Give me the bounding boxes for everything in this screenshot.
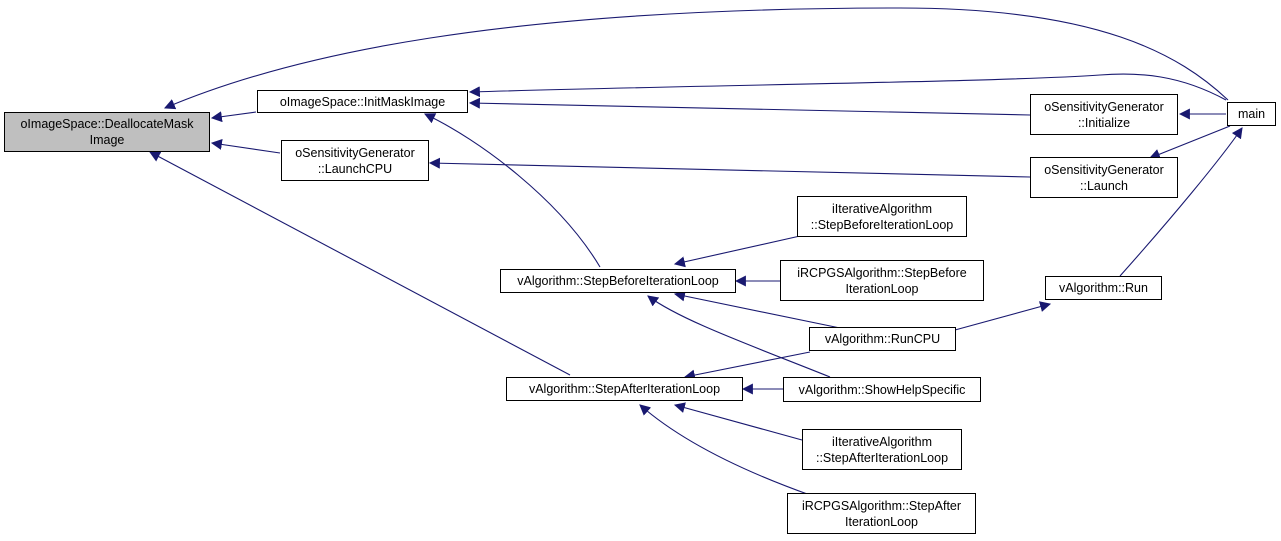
node-rcpgs-step-before[interactable]: iRCPGSAlgorithm::StepBefore IterationLoo… bbox=[780, 260, 984, 301]
node-label-line2: ::LaunchCPU bbox=[317, 161, 393, 176]
edge-launch-to-launchcpu bbox=[428, 157, 1031, 178]
node-label: vAlgorithm::StepAfterIterationLoop bbox=[528, 382, 721, 396]
node-step-before-iteration-loop[interactable]: vAlgorithm::StepBeforeIterationLoop bbox=[500, 269, 736, 293]
node-run[interactable]: vAlgorithm::Run bbox=[1045, 276, 1162, 300]
node-run-cpu[interactable]: vAlgorithm::RunCPU bbox=[809, 327, 956, 351]
node-label: oImageSpace::InitMaskImage bbox=[279, 94, 446, 109]
edge-showhelp-to-stepbefore bbox=[647, 295, 831, 378]
edge-main-to-launch bbox=[1148, 125, 1231, 160]
node-rcpgs-step-after[interactable]: iRCPGSAlgorithm::StepAfter IterationLoop bbox=[787, 493, 976, 534]
node-label-line1: oSensitivityGenerator bbox=[1044, 99, 1164, 114]
node-label-line2: Image bbox=[89, 133, 125, 147]
node-label-line2: IterationLoop bbox=[845, 514, 918, 529]
node-main[interactable]: main bbox=[1227, 102, 1276, 126]
edge-main-to-initmask bbox=[468, 73, 1227, 101]
edge-runcpu-to-run bbox=[954, 301, 1052, 331]
edge-stepafter-to-dealloc bbox=[149, 151, 571, 376]
node-init-mask-image[interactable]: oImageSpace::InitMaskImage bbox=[257, 90, 468, 113]
node-label-line1: oSensitivityGenerator bbox=[1044, 162, 1164, 177]
edge-main-to-dealloc bbox=[163, 7, 1229, 110]
edge-initmask-to-dealloc bbox=[210, 111, 257, 123]
node-label: vAlgorithm::ShowHelpSpecific bbox=[798, 382, 966, 397]
node-iterative-step-after[interactable]: iIterativeAlgorithm ::StepAfterIteration… bbox=[802, 429, 962, 470]
node-label-line2: ::StepAfterIterationLoop bbox=[815, 450, 949, 465]
node-launch[interactable]: oSensitivityGenerator ::Launch bbox=[1030, 157, 1178, 198]
node-launch-cpu[interactable]: oSensitivityGenerator ::LaunchCPU bbox=[281, 140, 429, 181]
node-step-after-iteration-loop[interactable]: vAlgorithm::StepAfterIterationLoop bbox=[506, 377, 743, 401]
edge-initialize-to-initmask bbox=[468, 97, 1031, 116]
node-label-line2: ::StepBeforeIterationLoop bbox=[810, 217, 954, 232]
edge-stepbefore-to-initmask bbox=[424, 113, 601, 268]
node-initialize[interactable]: oSensitivityGenerator ::Initialize bbox=[1030, 94, 1178, 135]
node-label-line1: oImageSpace::DeallocateMask bbox=[20, 117, 194, 131]
edge-rcpgsafter-to-stepafter bbox=[639, 404, 811, 496]
edge-launchcpu-to-dealloc bbox=[210, 138, 281, 154]
node-label-line2: ::Launch bbox=[1080, 178, 1128, 193]
edge-iterbefore-to-stepbefore bbox=[673, 235, 801, 268]
node-iterative-step-before[interactable]: iIterativeAlgorithm ::StepBeforeIteratio… bbox=[797, 196, 967, 237]
node-label: vAlgorithm::StepBeforeIterationLoop bbox=[517, 274, 719, 288]
node-label: main bbox=[1237, 107, 1266, 121]
node-label-line1: iRCPGSAlgorithm::StepAfter bbox=[801, 498, 962, 513]
node-label: vAlgorithm::RunCPU bbox=[824, 332, 941, 346]
node-label: vAlgorithm::Run bbox=[1059, 281, 1148, 295]
node-show-help-specific[interactable]: vAlgorithm::ShowHelpSpecific bbox=[783, 377, 981, 402]
node-deallocate-mask-image: oImageSpace::DeallocateMask Image bbox=[4, 112, 210, 152]
node-label-line2: IterationLoop bbox=[845, 281, 919, 296]
edge-iterafter-to-stepafter bbox=[673, 402, 803, 441]
node-label-line1: iRCPGSAlgorithm::StepBefore bbox=[797, 265, 967, 280]
edge-runcpu-to-stepbefore bbox=[673, 290, 841, 329]
node-label-line1: oSensitivityGenerator bbox=[295, 145, 415, 160]
node-label-line1: iIterativeAlgorithm bbox=[831, 434, 933, 449]
node-label-line2: ::Initialize bbox=[1077, 115, 1131, 130]
node-label-line1: iIterativeAlgorithm bbox=[831, 201, 933, 216]
edge-run-to-main bbox=[1119, 127, 1243, 277]
edge-runcpu-to-stepafter bbox=[683, 351, 811, 381]
